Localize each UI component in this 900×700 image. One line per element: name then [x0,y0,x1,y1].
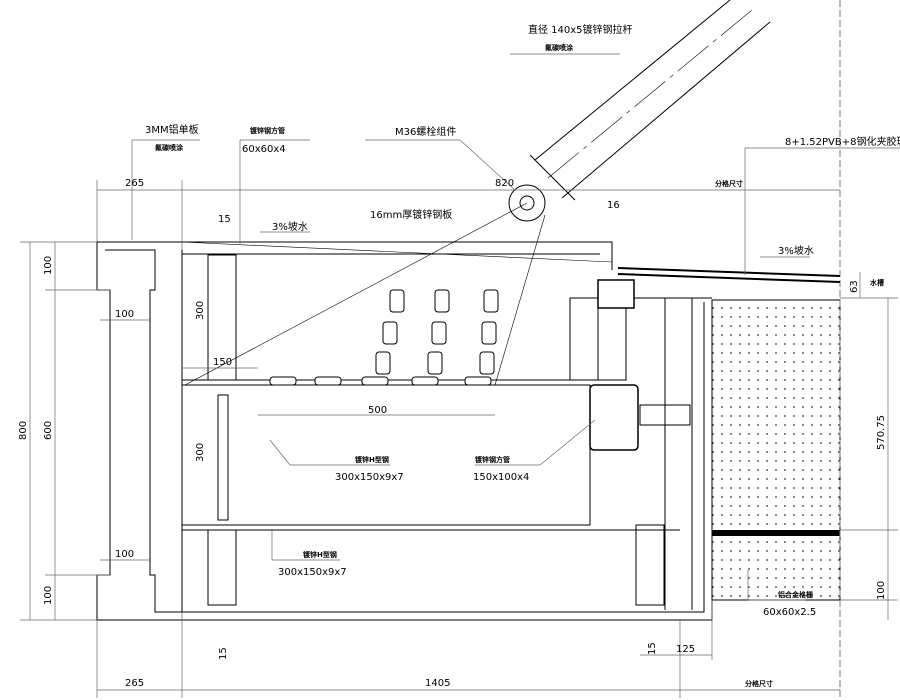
dim-h300-b: 300 [195,443,206,462]
steel-post [597,297,627,381]
dim-w15-top: 15 [218,214,231,225]
dimension-line [269,439,291,466]
slope-left-label: 3%坡水 [272,220,308,233]
tube-top-name: 镀锌钢方管 [250,126,285,135]
tube-top-size: 60x60x4 [242,144,286,155]
dim-w100-b: 100 [115,549,134,560]
dimension-lines [20,53,900,698]
dim-bottom-left: 265 [125,678,144,689]
glass-panel [597,267,841,309]
hbeam-size: 300x150x9x7 [335,472,404,483]
rod-clamps [269,289,499,386]
steel-post [569,297,599,381]
dim-top-mid: 820 [495,178,514,189]
bolt-label: M36螺栓组件 [395,125,456,138]
grid-size-bottom: 分格尺寸 [745,679,773,688]
base-clamp [314,376,342,386]
hbeam-name: 镀锌H型钢 [355,455,389,464]
dim-right-mid: 570.75 [876,415,887,450]
dim-w16: 16 [607,200,620,211]
dim-w100-a: 100 [115,309,134,320]
grille-size: 60x60x2.5 [763,607,816,618]
rod-clamp [375,351,391,375]
grid-size-top: 分格尺寸 [715,179,743,188]
steel-post [207,529,237,606]
panel-spec-label: 3MM铝单板 [145,123,199,136]
base-clamp [361,376,389,386]
dim-h-bot: 100 [43,586,54,605]
floor-hatch [711,299,841,601]
dim-top-left: 265 [125,178,144,189]
glass-label: 8+1.52PVB+8钢化夹胶玻璃 [785,135,900,148]
rod-clamp [431,321,447,345]
dim-right-bot: 100 [876,581,887,600]
dim-w125: 125 [676,644,695,655]
rod-clamp [481,321,497,345]
plate-label: 16mm厚镀锌钢板 [370,208,452,221]
slope-right-label: 3%坡水 [778,244,814,257]
rod-clamp [479,351,495,375]
rod-clamp [483,289,499,313]
rod-finish-label: 氟碳喷涂 [545,43,573,52]
steel-post [635,524,665,606]
tube-mid-name: 镀锌钢方管 [475,455,510,464]
rod-spec-label: 直径 140x5镀锌钢拉杆 [528,23,633,36]
rod-clamp [434,289,450,313]
dim-w500: 500 [368,405,387,416]
steel-post [207,254,237,381]
base-clamp [411,376,439,386]
dim-total-height: 800 [18,421,29,440]
grille-band [712,530,840,536]
dim-h300-a: 300 [195,301,206,320]
brace-lines [181,202,613,386]
dim-h-top: 100 [43,256,54,275]
dim-h-mid: 600 [43,421,54,440]
dim-w15-right: 15 [647,642,658,655]
rod-clamp [389,289,405,313]
gutter-label: 水槽 [870,278,884,287]
base-clamp [269,376,297,386]
rod-clamp [427,351,443,375]
dimension-line [459,139,516,191]
dim-w150: 150 [213,357,232,368]
rod-clamp [382,321,398,345]
hbeam2-name: 镀锌H型钢 [303,550,337,559]
base-clamp [464,376,492,386]
dim-w15-bot: 15 [218,647,229,660]
tube-mid-size: 150x100x4 [473,472,529,483]
hbeam2-size: 300x150x9x7 [278,567,347,578]
dim-bottom-mid: 1405 [425,678,450,689]
dim-glass-height: 63 [849,280,860,293]
grille-name: 铝合金格栅 [778,590,813,599]
steel-rod [508,0,771,222]
panel-finish-label: 氟碳喷涂 [155,143,183,152]
dimension-line [539,419,596,466]
steel-posts [207,254,693,610]
steel-tube [589,384,639,451]
